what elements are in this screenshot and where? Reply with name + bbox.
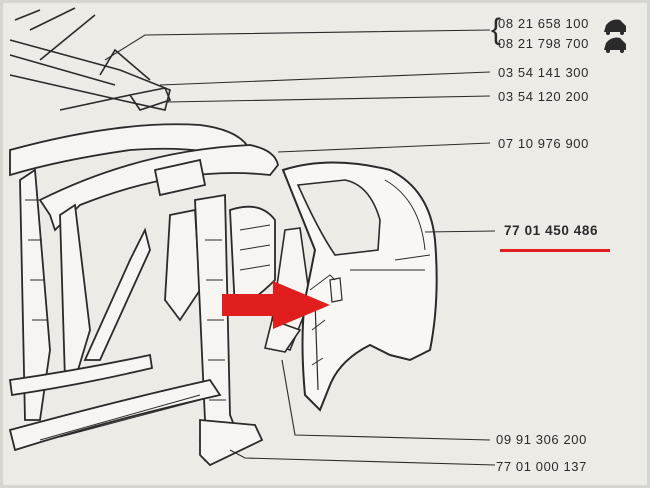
rear-quarter-panel	[281, 161, 438, 412]
roof-rail-structure	[9, 7, 172, 111]
part-number-highlighted: 77 01 450 486	[504, 223, 599, 238]
part-brace: {	[491, 13, 502, 46]
part-number: 03 54 120 200	[498, 89, 589, 104]
frame-hatching	[25, 199, 271, 441]
car-rear-view-icon	[604, 37, 626, 53]
highlight-arrow	[222, 281, 330, 329]
part-number: 08 21 798 700	[498, 36, 589, 51]
part-number: 07 10 976 900	[498, 136, 589, 151]
car-rear-view-icon	[604, 19, 626, 35]
part-number: 09 91 306 200	[496, 432, 587, 447]
leader-lines	[104, 29, 496, 466]
highlight-underline	[500, 249, 610, 252]
part-number: 08 21 658 100	[498, 16, 589, 31]
body-side-frame	[8, 123, 279, 467]
part-number: 77 01 000 137	[496, 459, 587, 474]
part-number: 03 54 141 300	[498, 65, 589, 80]
